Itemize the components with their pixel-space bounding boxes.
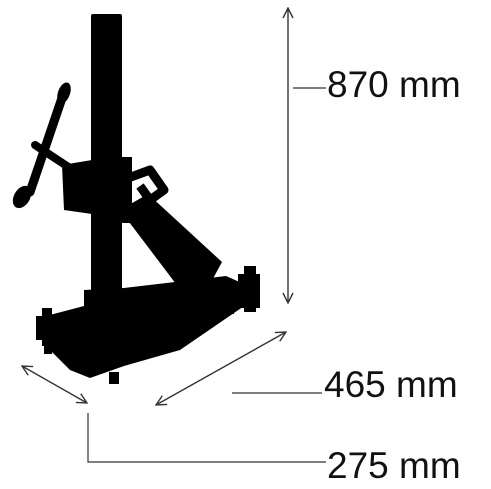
height-dimension-label: 870 mm	[327, 64, 461, 105]
drill-stand-silhouette-icon	[12, 14, 260, 384]
depth-dimension-arrow	[156, 332, 322, 405]
width-dimension-arrow	[22, 366, 326, 463]
depth-dimension-label: 465 mm	[324, 364, 458, 405]
height-dimension-arrow	[288, 8, 326, 303]
width-dimension-label: 275 mm	[327, 445, 461, 486]
